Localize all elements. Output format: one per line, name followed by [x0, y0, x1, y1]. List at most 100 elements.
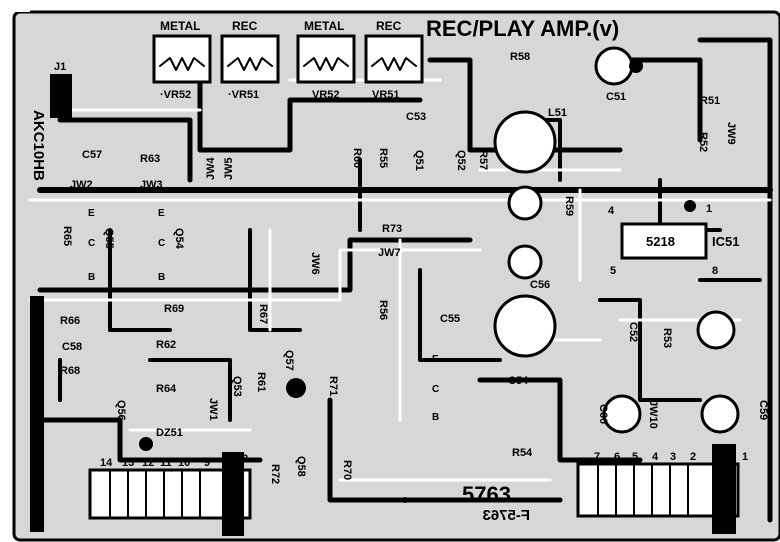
ic-pin-5: 5	[610, 265, 616, 277]
resistor-label: R66	[60, 315, 80, 327]
resistor-label: R64	[156, 383, 177, 395]
connector-left	[88, 452, 252, 536]
pin-label: 2	[690, 451, 696, 463]
copper-traces	[37, 37, 773, 523]
mounting-dot	[402, 497, 408, 503]
pin-letter: C	[88, 238, 95, 249]
jumper-j1-label: J1	[54, 61, 66, 73]
coil-l51-bottom	[493, 294, 557, 358]
capacitor-label: C59	[757, 400, 769, 420]
trimmer-group: METAL ·VR52 REC ·VR51 METAL VR52 REC VR5…	[152, 19, 424, 101]
pad-q57	[286, 378, 306, 398]
trimmer-ref-label: ·VR51	[228, 89, 259, 101]
resistor-label: R59	[563, 196, 575, 216]
pin-letter: C	[432, 384, 439, 395]
resistor-label: R68	[60, 365, 80, 377]
pin-letter: B	[88, 272, 95, 283]
connector-right	[576, 444, 740, 534]
pad-dz51	[139, 437, 153, 451]
capacitor-label: C58	[62, 341, 82, 353]
resistor-label: R70	[341, 460, 353, 480]
pin-label: 14	[100, 457, 113, 469]
resistor-label: R52	[697, 132, 709, 152]
capacitor-c51-right	[696, 310, 736, 350]
jumper-label: JW6	[309, 252, 321, 275]
ic51-ref: IC51	[712, 234, 739, 249]
ic-pin-8: 8	[712, 265, 718, 277]
capacitor-label: C54	[508, 375, 529, 387]
transistor-labels: Q51 Q52 Q53 Q54 Q55 Q56 Q57 Q58	[103, 150, 467, 477]
edge-bar-left	[30, 296, 44, 532]
resistor-label: R63	[140, 153, 160, 165]
pin-label: 10	[178, 457, 190, 469]
transistor-q-mid	[507, 244, 543, 280]
pin-letter: E	[158, 208, 165, 219]
jumper-labels: JW2 JW3 JW4 JW5 JW6 JW7 JW9 JW10 JW1	[70, 122, 737, 429]
pin-label: 12	[142, 457, 154, 469]
trimmer-rec-left: REC ·VR51	[220, 19, 280, 101]
pin-letter: B	[158, 272, 165, 283]
jumper-label: JW10	[647, 400, 659, 429]
ic51-label: 5218	[646, 234, 675, 249]
jumper-label: JW5	[223, 157, 235, 180]
trimmer-head-label: REC	[376, 19, 402, 33]
resistor-label: R54	[512, 447, 533, 459]
trimmer-head-label: METAL	[160, 19, 200, 33]
resistor-label: R51	[700, 95, 720, 107]
connector-pins-right: 7 6 5 4 3 2 1	[594, 451, 748, 463]
resistor-label: R58	[510, 51, 530, 63]
pin-label: 7	[594, 451, 600, 463]
resistor-label: R60	[351, 148, 363, 168]
transistor-q-top	[507, 185, 543, 221]
pad-c51	[629, 59, 643, 73]
resistor-label: R67	[257, 304, 269, 324]
pin-label: 8	[242, 453, 248, 465]
capacitor-label: C55	[440, 313, 460, 325]
large-components	[139, 46, 740, 451]
resistor-label: R71	[327, 376, 339, 396]
resistor-label: R72	[269, 464, 281, 484]
pin-letter: E	[432, 354, 439, 365]
pin-letter: B	[432, 412, 439, 423]
capacitor-label: C52	[627, 322, 639, 342]
zener-label: DZ51	[156, 427, 183, 439]
pin-label: 6	[614, 451, 620, 463]
coil-l51-top	[493, 110, 557, 174]
trimmer-ref-label: VR51	[372, 89, 400, 101]
transistor-label: Q55	[103, 228, 115, 249]
part-number-mirrored: F-5763	[482, 507, 530, 524]
resistor-label: R73	[382, 223, 402, 235]
capacitor-c60	[602, 394, 642, 434]
capacitor-labels: C57 C56 C58 C55 C53 C54 C52 C51 C59 C60	[62, 91, 769, 424]
trimmer-ref-label: VR52	[312, 89, 340, 101]
trimmer-head-label: REC	[232, 19, 258, 33]
pin-label: 13	[122, 457, 134, 469]
transistor-label: Q54	[173, 228, 185, 250]
jumper-j1-block	[50, 74, 72, 118]
jumper-label: JW3	[140, 179, 163, 191]
resistor-label: R53	[661, 328, 673, 348]
trimmer-head-label: METAL	[304, 19, 344, 33]
jumper-label: JW4	[205, 157, 217, 181]
jumper-label: JW2	[70, 179, 93, 191]
capacitor-label: C53	[406, 111, 426, 123]
capacitor-c51-top	[594, 46, 634, 86]
capacitor-c59	[700, 394, 740, 434]
pin-label: 9	[204, 457, 210, 469]
board-outline	[12, 10, 780, 542]
capacitor-label: C57	[82, 149, 102, 161]
capacitor-label: C56	[530, 279, 550, 291]
trimmer-rec-right: REC VR51	[364, 19, 424, 101]
ic51-body	[620, 222, 708, 260]
resistor-label: R61	[255, 372, 267, 392]
transistor-label: Q52	[455, 150, 467, 171]
resistor-label: R56	[377, 300, 389, 320]
transistor-label: Q57	[283, 350, 295, 371]
jumper-label: JW7	[378, 247, 401, 259]
transistor-label: Q56	[115, 400, 127, 421]
capacitor-label: C51	[606, 91, 626, 103]
pin-label: 1	[742, 451, 748, 463]
trimmer-ref-label: ·VR52	[160, 89, 191, 101]
pin-label: 5	[632, 451, 638, 463]
